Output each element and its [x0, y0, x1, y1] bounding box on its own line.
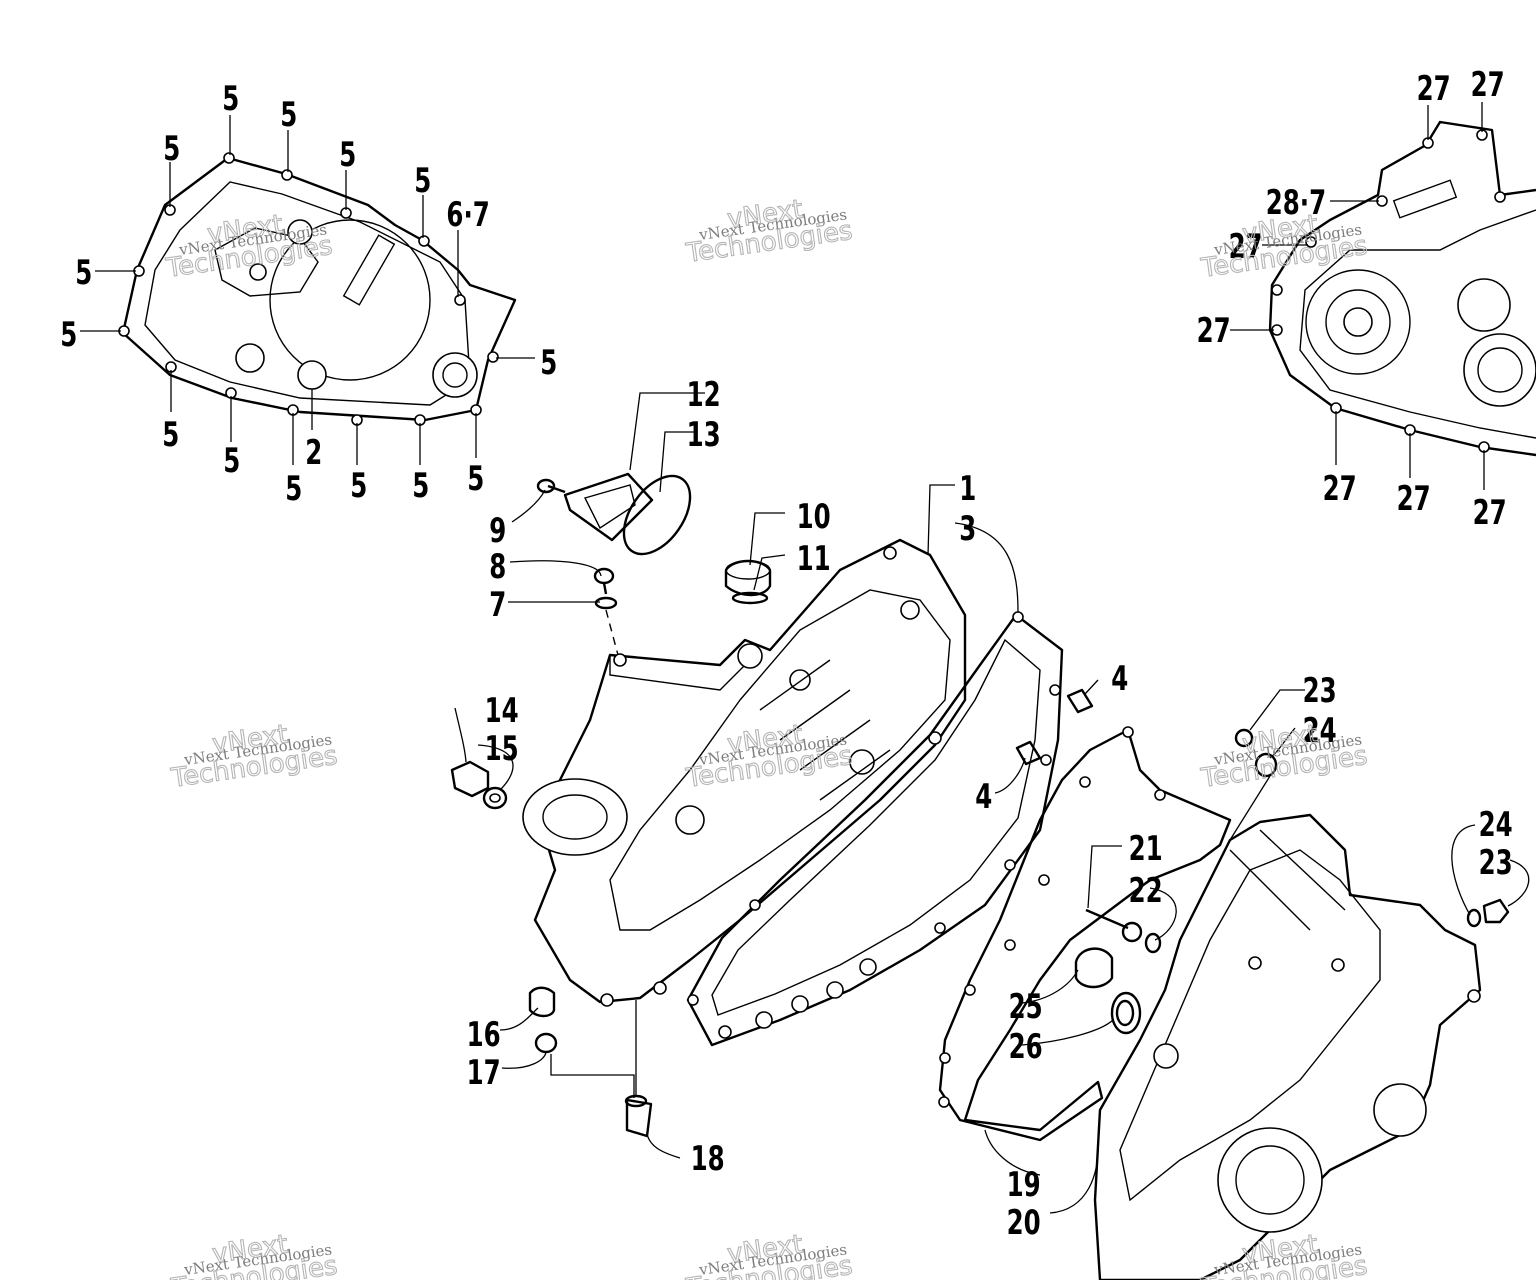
callout-5-k: 5: [285, 469, 302, 508]
callout-27-b: 27: [1471, 65, 1505, 104]
case-gasket-right: [938, 726, 1232, 1142]
callout-5-f: 5: [75, 253, 92, 292]
callout-26: 26: [1009, 1027, 1043, 1066]
callout-19: 19: [1007, 1165, 1041, 1204]
callout-27-g: 27: [1473, 493, 1507, 532]
callout-24-b: 24: [1479, 805, 1513, 844]
callout-12: 12: [687, 375, 721, 414]
oil-fill-cap: [724, 559, 772, 605]
callout-18: 18: [691, 1139, 725, 1178]
callout-24-a: 24: [1303, 711, 1337, 750]
watermark: vNext Technologies vNext Technologies: [163, 209, 335, 285]
callout-25: 25: [1009, 987, 1043, 1026]
callout-3: 3: [959, 509, 976, 548]
callout-1: 1: [959, 469, 976, 508]
watermark: vNext Technologies vNext Technologies: [1198, 719, 1370, 795]
callout-23-a: 23: [1303, 671, 1337, 710]
callout-14: 14: [485, 691, 519, 730]
watermark: vNext Technologies vNext Technologies: [683, 194, 855, 270]
stator-cover: [1268, 120, 1536, 457]
callouts: 5 5 5 5 5 5 5 5 5 5 5 5 5 5 6·7 2 12 13 …: [60, 65, 1512, 1242]
crankcase-gasket: [686, 611, 1064, 1047]
callout-17: 17: [467, 1053, 501, 1092]
callout-27-c: 27: [1229, 227, 1263, 266]
crankcase-right: [1093, 813, 1482, 1280]
callout-9: 9: [489, 511, 506, 550]
clutch-cover-leaders: [80, 115, 535, 465]
callout-5-i: 5: [162, 415, 179, 454]
callout-2: 2: [305, 433, 322, 472]
center-leaders: [454, 392, 1530, 1214]
callout-8: 8: [489, 547, 506, 586]
callout-27-f: 27: [1397, 479, 1431, 518]
callout-28-7: 28·7: [1266, 183, 1326, 222]
callout-11: 11: [797, 539, 831, 578]
callout-5-c: 5: [339, 135, 356, 174]
bolts-right: [1074, 728, 1510, 1035]
watermark: vNext Technologies vNext Technologies: [168, 719, 340, 795]
callout-27-d: 27: [1197, 311, 1231, 350]
callout-13: 13: [687, 415, 721, 454]
watermark: vNext Technologies vNext Technologies: [1198, 1229, 1370, 1280]
callout-27-e: 27: [1323, 469, 1357, 508]
watermarks: vNext Technologies vNext Technologies vN…: [163, 194, 1370, 1280]
callout-5-e: 5: [163, 129, 180, 168]
stator-cover-leaders: [1230, 102, 1485, 490]
callout-5-m: 5: [412, 466, 429, 505]
callout-10: 10: [797, 497, 831, 536]
callout-23-b: 23: [1479, 843, 1513, 882]
clutch-cover: [118, 152, 517, 426]
callout-4-a: 4: [1111, 659, 1128, 698]
callout-5-l: 5: [350, 466, 367, 505]
watermark: vNext Technologies vNext Technologies: [683, 719, 855, 795]
callout-22: 22: [1129, 871, 1163, 910]
crankcase-left: [522, 538, 967, 1007]
callout-5-b: 5: [280, 95, 297, 134]
callout-5-a: 5: [222, 79, 239, 118]
watermark: vNext Technologies vNext Technologies: [168, 1229, 340, 1280]
callout-5-n: 5: [467, 459, 484, 498]
callout-5-j: 5: [223, 441, 240, 480]
dowel-pins: [1015, 688, 1094, 766]
callout-5-h: 5: [540, 343, 557, 382]
watermark: vNext Technologies vNext Technologies: [683, 1229, 855, 1280]
callout-27-a: 27: [1417, 69, 1451, 108]
drain-plug-14: [450, 760, 508, 810]
plugs-16-17-18: [528, 986, 653, 1138]
callout-7: 7: [489, 585, 506, 624]
callout-15: 15: [485, 729, 519, 768]
callout-16: 16: [467, 1015, 501, 1054]
oil-screen-cover: [536, 472, 692, 556]
callout-5-d: 5: [414, 161, 431, 200]
callout-20: 20: [1007, 1203, 1041, 1242]
callout-4-b: 4: [975, 777, 992, 816]
callout-6-7: 6·7: [446, 195, 489, 234]
small-bolts-center: [593, 567, 619, 656]
callout-21: 21: [1129, 829, 1163, 868]
callout-5-g: 5: [60, 315, 77, 354]
